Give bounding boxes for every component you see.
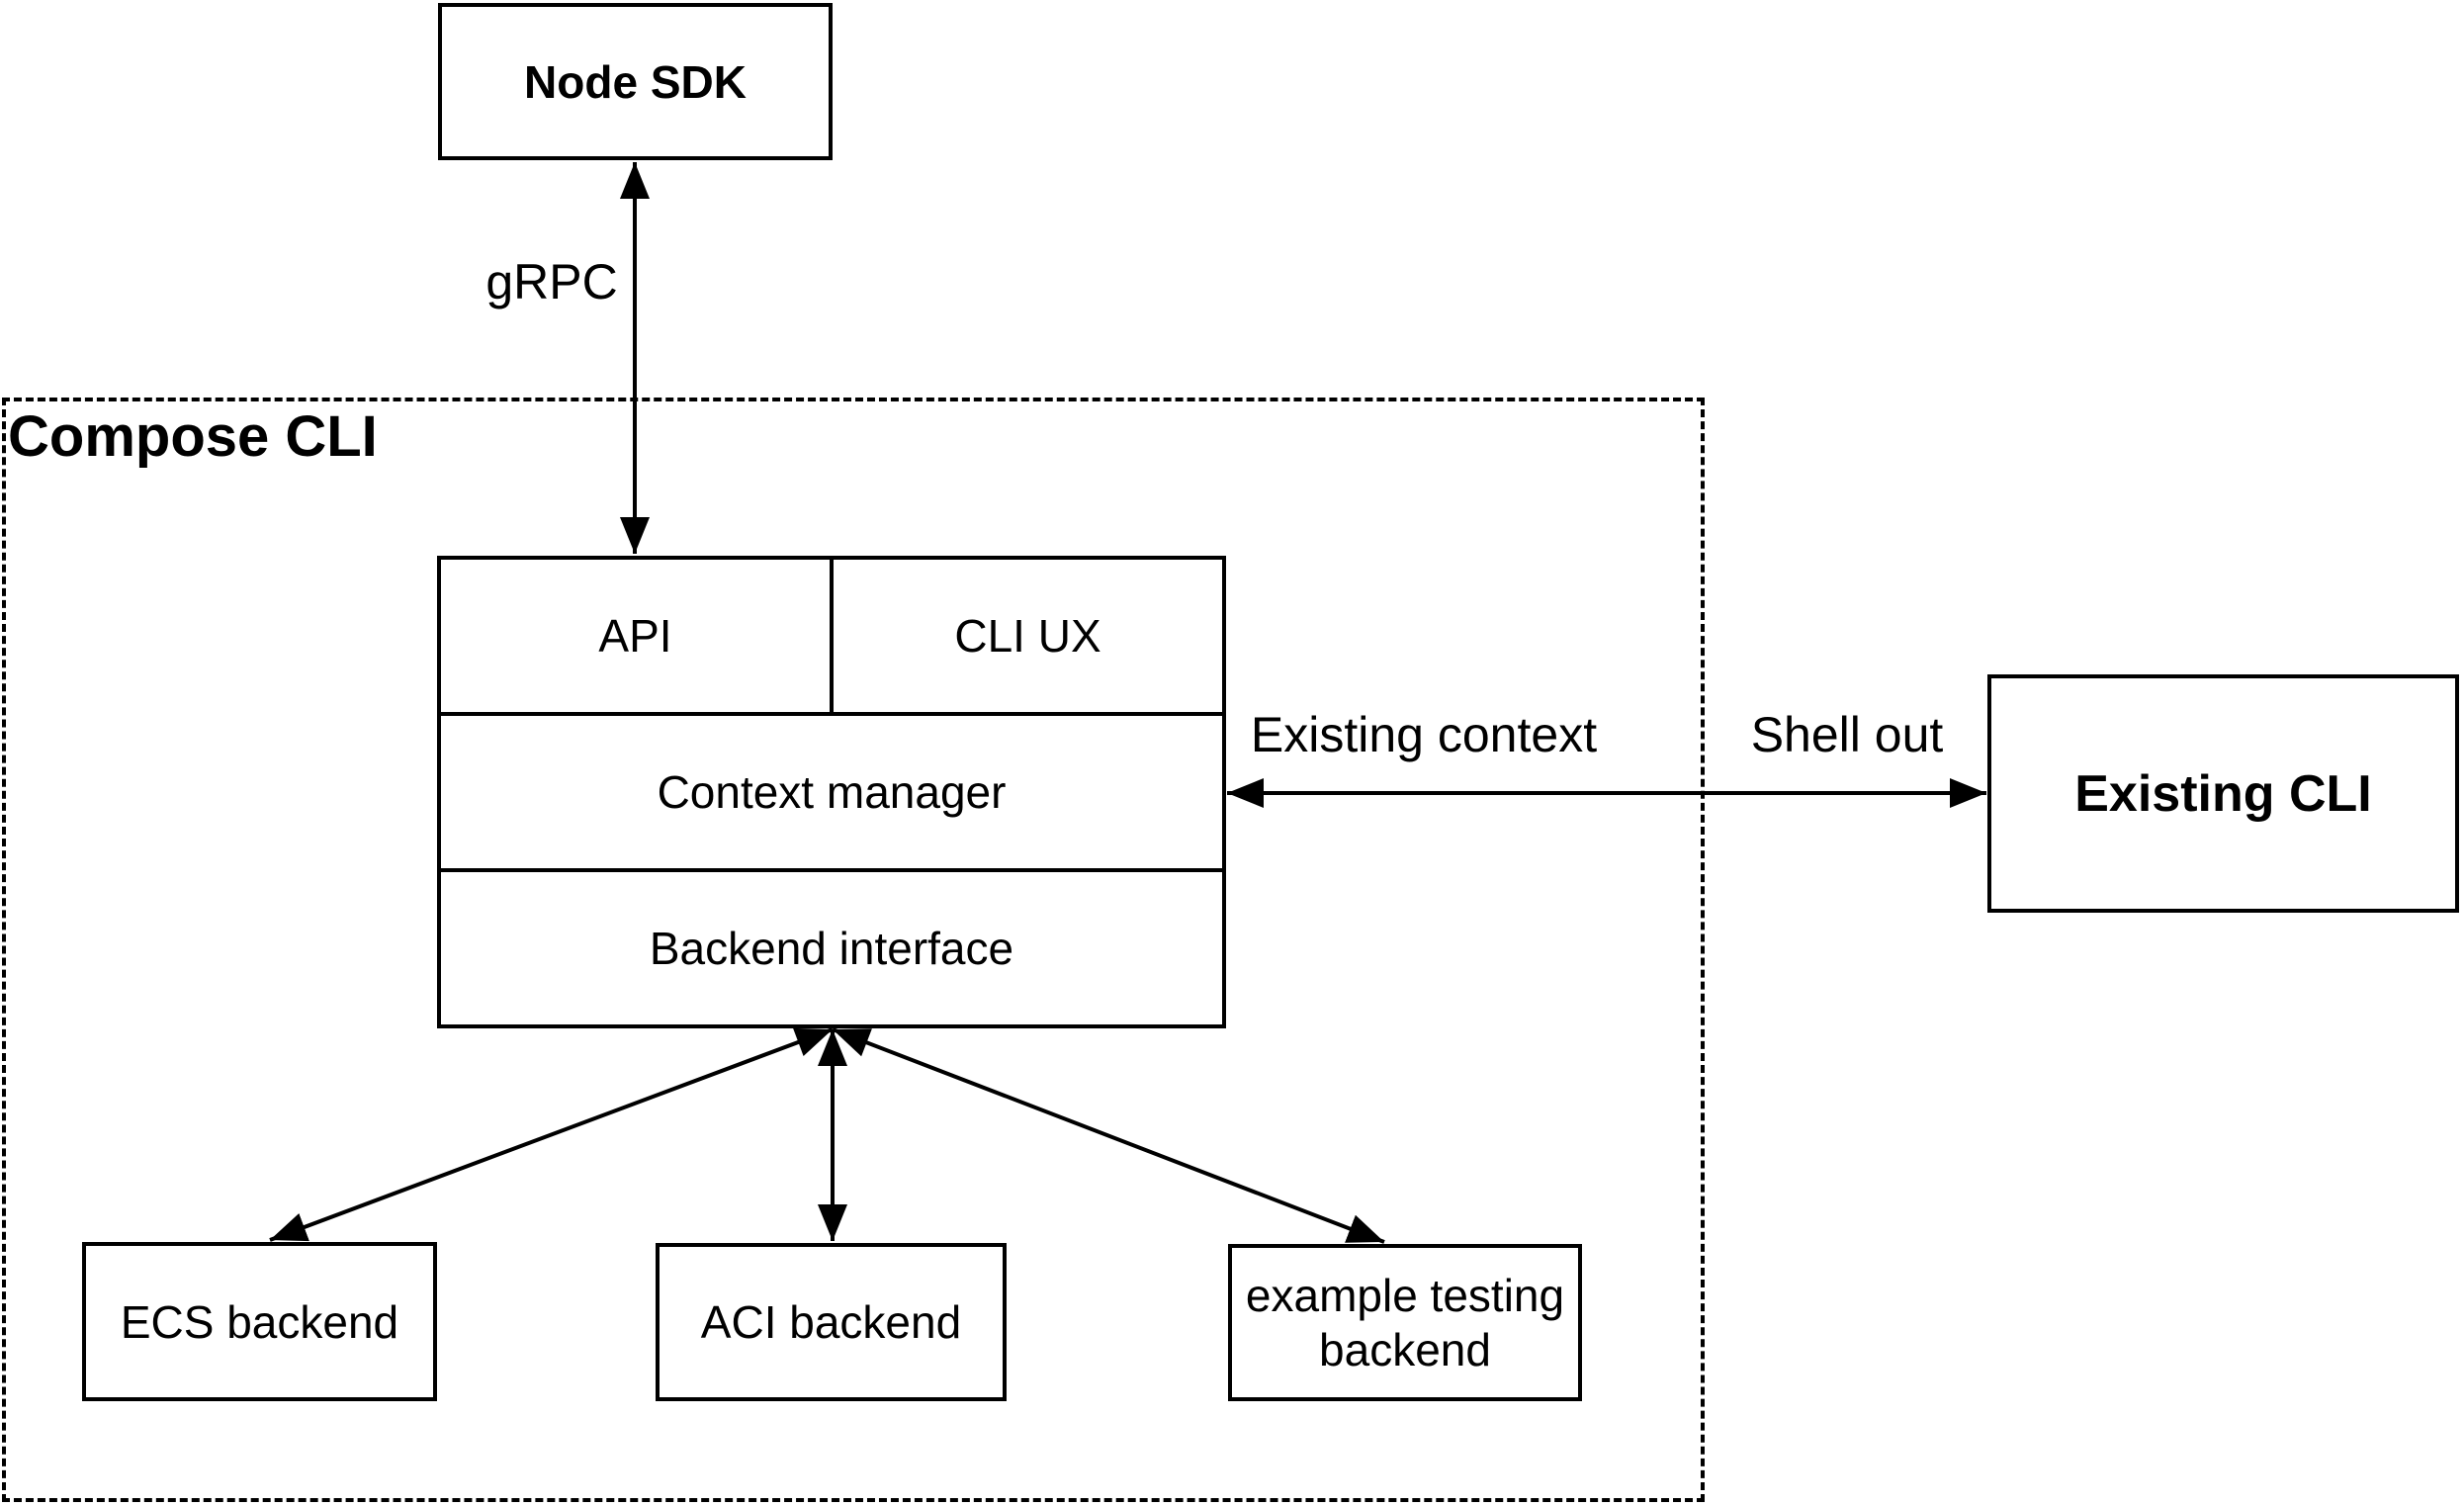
ecs-backend-label: ECS backend bbox=[120, 1295, 399, 1348]
example-testing-backend-label: example testing backend bbox=[1245, 1270, 1565, 1375]
node-sdk-box: Node SDK bbox=[438, 3, 833, 160]
context-manager-label: Context manager bbox=[657, 766, 1007, 818]
compose-cli-container bbox=[2, 398, 1705, 1502]
ecs-backend-box: ECS backend bbox=[82, 1242, 437, 1401]
cli-ux-cell: CLI UX bbox=[834, 560, 1222, 712]
top-row: API CLI UX bbox=[441, 560, 1222, 712]
aci-backend-box: ACI backend bbox=[656, 1243, 1007, 1401]
existing-context-edge-label: Existing context bbox=[1250, 707, 1598, 762]
existing-cli-box: Existing CLI bbox=[1987, 674, 2459, 913]
existing-cli-label: Existing CLI bbox=[2074, 764, 2372, 823]
grpc-edge-label: gRPC bbox=[485, 254, 618, 310]
shell-out-edge-label: Shell out bbox=[1750, 707, 1944, 762]
api-cell: API bbox=[441, 560, 834, 712]
backend-interface-row: Backend interface bbox=[441, 868, 1222, 1024]
aci-backend-label: ACI backend bbox=[700, 1296, 962, 1348]
cli-ux-label: CLI UX bbox=[954, 610, 1101, 662]
context-manager-row: Context manager bbox=[441, 712, 1222, 868]
compose-core-box: API CLI UX Context manager Backend inter… bbox=[437, 556, 1226, 1028]
compose-cli-label: Compose CLI bbox=[8, 404, 378, 469]
api-label: API bbox=[598, 610, 672, 662]
node-sdk-label: Node SDK bbox=[524, 55, 747, 108]
backend-interface-label: Backend interface bbox=[649, 923, 1014, 974]
example-testing-backend-box: example testing backend bbox=[1228, 1244, 1582, 1401]
